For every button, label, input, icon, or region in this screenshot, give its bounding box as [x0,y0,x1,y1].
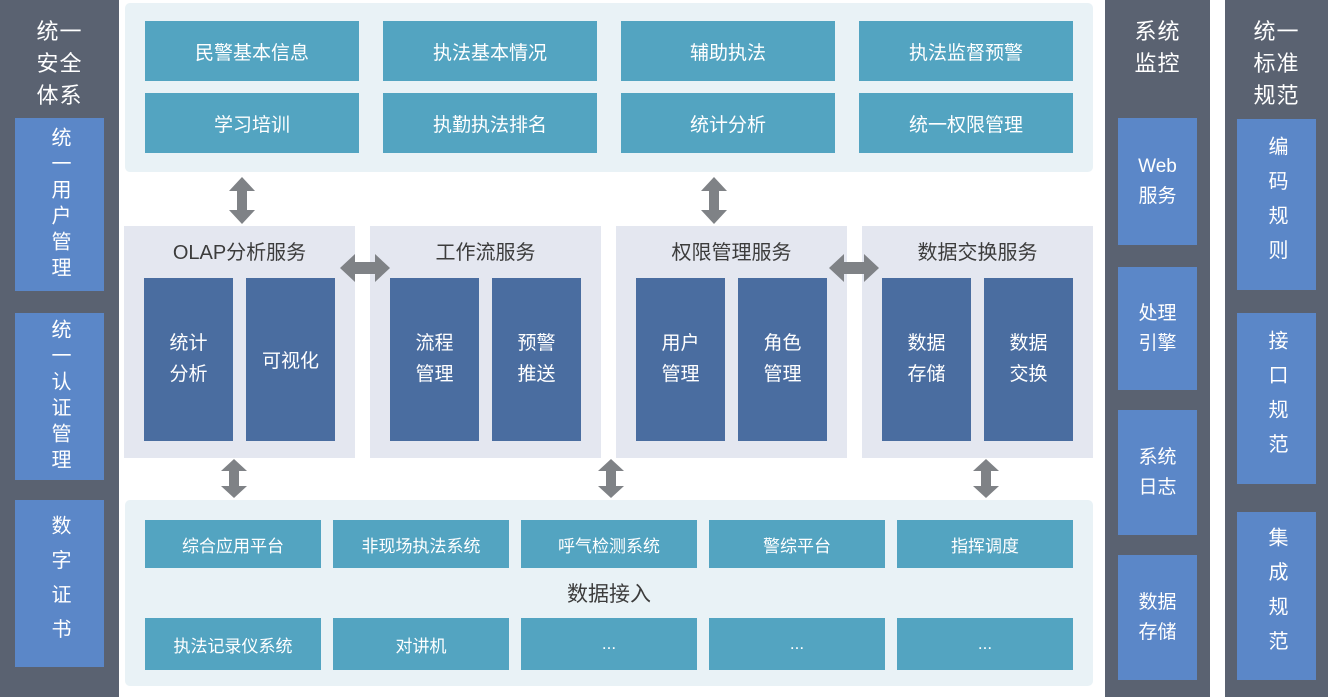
service-group-items: 流程管理 预警推送 [370,278,601,441]
monitor-item-system-log: 系统日志 [1118,410,1197,535]
access-row-2: 执法记录仪系统 对讲机 ... ... ... [145,618,1073,670]
monitor-item-label: 系统日志 [1138,447,1177,498]
application-row-1: 民警基本信息 执法基本情况 辅助执法 执法监督预警 [145,21,1073,81]
monitor-item-label: 数据存储 [1138,592,1177,643]
standard-item-label: 编码规则 [1265,135,1287,274]
service-layer: OLAP分析服务 统计分析 可视化 工作流服务 流程管理 预警推送 权限管理服务… [124,226,1093,458]
service-box-label: 流程管理 [415,333,454,385]
app-box-permission-mgmt: 统一权限管理 [859,93,1073,153]
service-box-visualization: 可视化 [246,278,335,441]
service-group-title: 工作流服务 [435,242,536,264]
service-group-workflow: 工作流服务 流程管理 预警推送 [370,226,601,458]
app-box-duty-ranking: 执勤执法排名 [383,93,597,153]
standard-item-label: 集成规范 [1265,527,1287,665]
service-box-data-exchange: 数据交换 [984,278,1073,441]
service-box-label: 数据交换 [1009,333,1048,385]
access-box-command-dispatch: 指挥调度 [897,520,1073,568]
service-box-label: 数据存储 [907,333,946,385]
app-box-enforcement-basic: 执法基本情况 [383,21,597,81]
security-item-label: 统一认证管理 [48,318,70,475]
access-box-breath-test: 呼气检测系统 [521,520,697,568]
service-group-title: 数据交换服务 [917,242,1038,264]
standard-sidebar: 统一标准规范 编码规则 接口规范 集成规范 [1225,0,1328,697]
application-layer-panel: 民警基本信息 执法基本情况 辅助执法 执法监督预警 学习培训 执勤执法排名 统计… [125,3,1093,172]
monitor-item-label: 处理引擎 [1138,303,1177,354]
service-box-process-mgmt: 流程管理 [390,278,479,441]
service-group-permission: 权限管理服务 用户管理 角色管理 [616,226,847,458]
service-box-user-mgmt: 用户管理 [636,278,725,441]
app-box-learning-training: 学习培训 [145,93,359,153]
service-box-statistics: 统计分析 [144,278,233,441]
data-access-label: 数据接入 [567,583,651,606]
app-box-police-info: 民警基本信息 [145,21,359,81]
service-box-label: 用户管理 [661,333,700,385]
app-box-assist-enforcement: 辅助执法 [621,21,835,81]
security-item-label: 数字证书 [48,514,70,653]
standard-item-integration-spec: 集成规范 [1237,512,1316,680]
security-item-digital-cert: 数字证书 [15,500,104,667]
access-box-ellipsis: ... [709,618,885,670]
service-box-label: 统计分析 [169,333,208,385]
security-sidebar: 统一安全体系 统一用户管理 统一认证管理 数字证书 [0,0,119,697]
access-box-comprehensive-platform: 综合应用平台 [145,520,321,568]
service-group-title: OLAP分析服务 [172,242,307,264]
service-box-data-storage: 数据存储 [882,278,971,441]
monitor-sidebar: 系统监控 Web服务 处理引擎 系统日志 数据存储 [1105,0,1210,697]
access-box-ellipsis: ... [521,618,697,670]
app-box-supervision-warning: 执法监督预警 [859,21,1073,81]
monitor-sidebar-title: 系统监控 [1134,19,1181,76]
standard-sidebar-title: 统一标准规范 [1253,19,1300,108]
service-box-role-mgmt: 角色管理 [738,278,827,441]
double-arrow-horizontal-icon [829,251,879,285]
main-area: 民警基本信息 执法基本情况 辅助执法 执法监督预警 学习培训 执勤执法排名 统计… [124,0,1093,697]
monitor-item-label: Web服务 [1138,156,1177,207]
service-box-label: 可视化 [261,351,319,372]
security-item-user-mgmt: 统一用户管理 [15,118,104,291]
access-box-ellipsis: ... [897,618,1073,670]
service-box-label: 角色管理 [763,333,802,385]
double-arrow-vertical-icon [973,459,999,498]
service-group-items: 统计分析 可视化 [124,278,355,441]
security-item-label: 统一用户管理 [48,126,70,283]
double-arrow-vertical-icon [701,177,727,224]
double-arrow-vertical-icon [221,459,247,498]
app-box-statistics: 统计分析 [621,93,835,153]
access-box-offsite-enforcement: 非现场执法系统 [333,520,509,568]
double-arrow-vertical-icon [229,177,255,224]
service-group-data-exchange: 数据交换服务 数据存储 数据交换 [862,226,1093,458]
standard-item-interface-spec: 接口规范 [1237,313,1316,484]
access-box-intercom: 对讲机 [333,618,509,670]
monitor-item-data-storage: 数据存储 [1118,555,1197,680]
security-item-auth-mgmt: 统一认证管理 [15,313,104,480]
service-box-warning-push: 预警推送 [492,278,581,441]
monitor-item-web-service: Web服务 [1118,118,1197,245]
access-box-body-camera: 执法记录仪系统 [145,618,321,670]
access-row-1: 综合应用平台 非现场执法系统 呼气检测系统 警综平台 指挥调度 [145,520,1073,568]
standard-item-label: 接口规范 [1265,329,1287,468]
security-sidebar-title: 统一安全体系 [36,19,83,108]
service-group-items: 数据存储 数据交换 [862,278,1093,441]
service-group-title: 权限管理服务 [671,242,792,264]
standard-item-coding-rules: 编码规则 [1237,119,1316,290]
monitor-item-processing-engine: 处理引擎 [1118,267,1197,390]
service-group-items: 用户管理 角色管理 [616,278,847,441]
service-box-label: 预警推送 [517,333,556,385]
application-row-2: 学习培训 执勤执法排名 统计分析 统一权限管理 [145,93,1073,153]
double-arrow-vertical-icon [598,459,624,498]
access-box-police-platform: 警综平台 [709,520,885,568]
service-group-olap: OLAP分析服务 统计分析 可视化 [124,226,355,458]
data-access-panel: 综合应用平台 非现场执法系统 呼气检测系统 警综平台 指挥调度 数据接入 执法记… [125,500,1093,686]
double-arrow-horizontal-icon [340,251,390,285]
